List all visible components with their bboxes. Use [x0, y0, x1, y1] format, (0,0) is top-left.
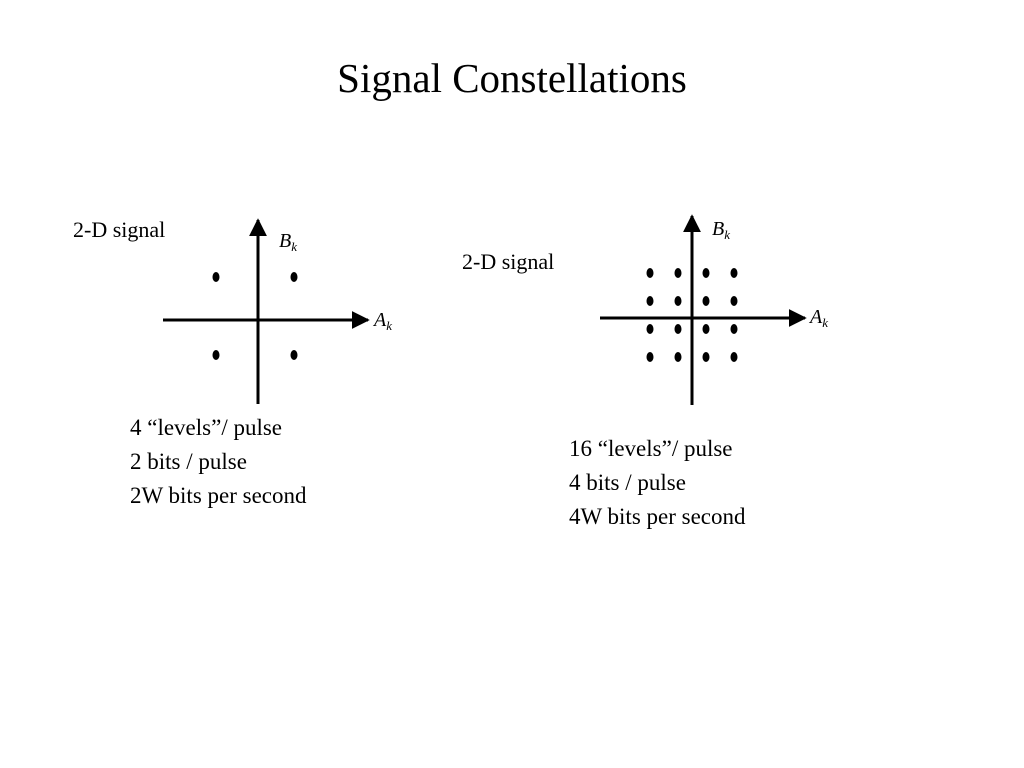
left-points-group [212, 272, 298, 360]
right-signal-label: 2-D signal [462, 249, 555, 274]
left-caption: 4 “levels”/ pulse 2 bits / pulse 2W bits… [130, 411, 307, 513]
left-constellation-point [212, 350, 220, 360]
page-title: Signal Constellations [337, 55, 687, 101]
right-constellation-point [702, 296, 710, 306]
right-axis-a-label: Ak [810, 306, 828, 330]
right-constellation-point [646, 324, 654, 334]
right-constellation-point [674, 352, 682, 362]
right-constellation-point [674, 268, 682, 278]
right-constellation-point [730, 324, 738, 334]
left-constellation-point [212, 272, 220, 282]
right-constellation-point [702, 352, 710, 362]
left-constellation-point [290, 272, 298, 282]
right-constellation-point [702, 324, 710, 334]
left-caption-line: 4 “levels”/ pulse [130, 415, 283, 440]
right-constellation-point [730, 268, 738, 278]
left-axis-b-label: Bk [279, 230, 297, 254]
right-constellation-point [674, 324, 682, 334]
right-points-group [646, 268, 738, 362]
left-caption-line: 2W bits per second [130, 483, 307, 508]
right-constellation-point [730, 296, 738, 306]
left-axis-a-label: Ak [374, 309, 392, 333]
right-constellation-point [702, 268, 710, 278]
left-caption-line: 2 bits / pulse [130, 449, 247, 474]
right-caption-line: 4 bits / pulse [569, 470, 686, 495]
right-constellation-point [646, 352, 654, 362]
right-caption-line: 4W bits per second [569, 504, 746, 529]
right-constellation-point [646, 268, 654, 278]
left-constellation-point [290, 350, 298, 360]
right-constellation-point [646, 296, 654, 306]
right-caption-line: 16 “levels”/ pulse [569, 436, 733, 461]
right-constellation-point [730, 352, 738, 362]
right-constellation-point [674, 296, 682, 306]
left-signal-label: 2-D signal [73, 217, 166, 242]
right-caption: 16 “levels”/ pulse 4 bits / pulse 4W bit… [569, 432, 746, 534]
right-axis-b-label: Bk [712, 218, 730, 242]
